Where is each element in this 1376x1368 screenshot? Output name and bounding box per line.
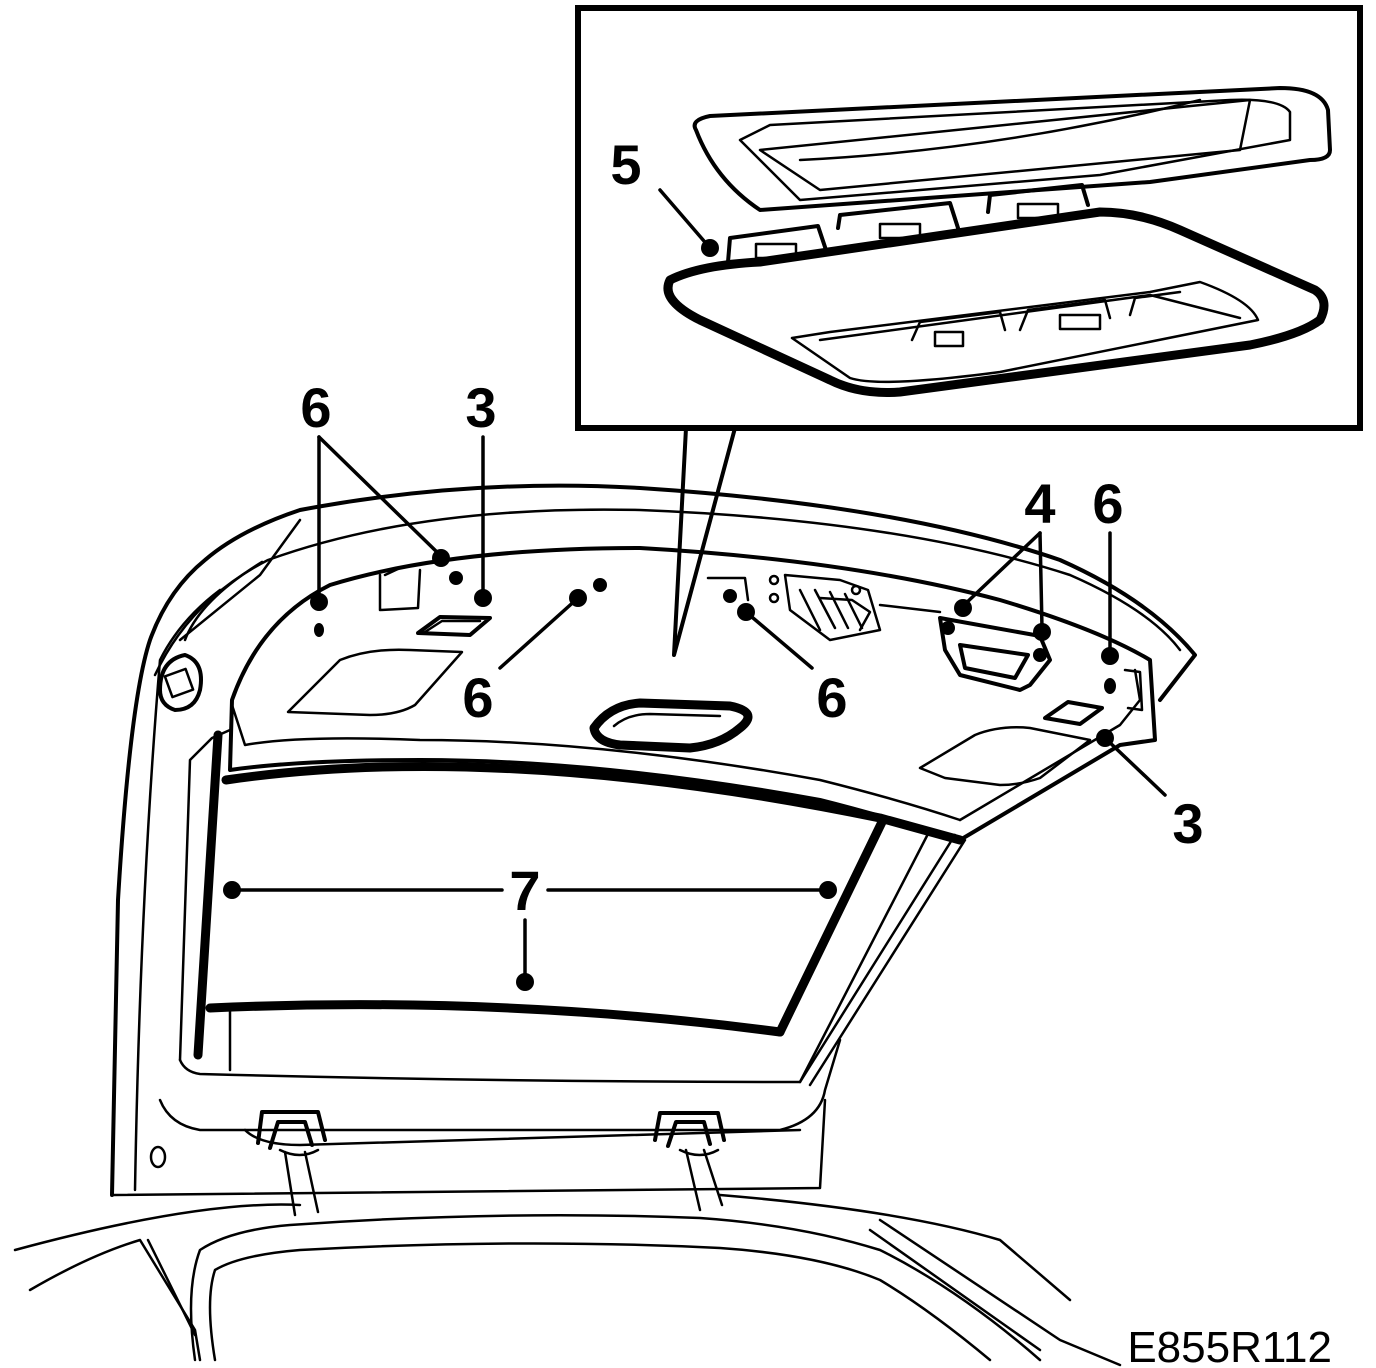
callout-6-center-right: 6 (723, 589, 848, 729)
hinge-right (653, 1111, 726, 1212)
callout-6-center: 6 (462, 578, 607, 729)
tailgate-drawing (13, 483, 1197, 1367)
svg-text:3: 3 (465, 376, 496, 439)
callout-6-right: 6 (1092, 472, 1124, 694)
svg-text:7: 7 (509, 859, 540, 922)
svg-text:6: 6 (300, 376, 331, 439)
svg-text:6: 6 (816, 666, 847, 729)
svg-text:6: 6 (1092, 472, 1123, 535)
detail-inset: 5 (575, 5, 1363, 657)
callout-3-upper-left: 3 (465, 376, 497, 607)
svg-text:3: 3 (1172, 792, 1203, 855)
window-glass (178, 728, 967, 1087)
lamp-lens-lower (663, 207, 1329, 397)
hinge-left (256, 1110, 327, 1217)
callout-5: 5 (610, 133, 719, 257)
callout-4: 4 (941, 472, 1056, 662)
callout-3-right: 3 (1096, 729, 1204, 855)
svg-text:4: 4 (1024, 472, 1055, 535)
svg-text:6: 6 (462, 666, 493, 729)
callout-7: 7 (223, 859, 837, 991)
lamp-housing-upper (692, 86, 1332, 264)
svg-text:5: 5 (610, 133, 641, 196)
diagram-code: E855R112 (1127, 1323, 1332, 1368)
car-body-lower (13, 1193, 1122, 1367)
callout-6-upper-left: 6 (300, 376, 463, 637)
